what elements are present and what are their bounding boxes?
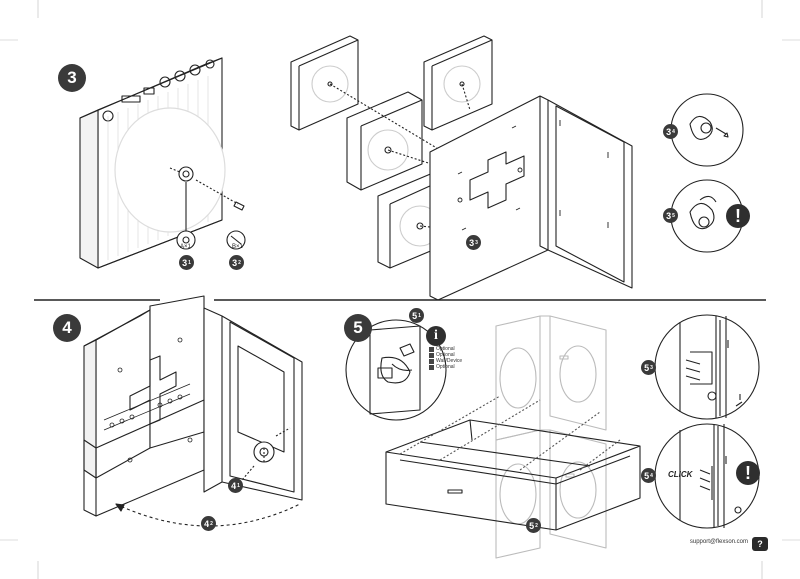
warning-icon-step5: ! [736, 461, 760, 485]
legend-item: Optional [429, 346, 462, 352]
support-email[interactable]: support@flexson.com [689, 539, 748, 545]
help-chat-icon[interactable]: ? [752, 537, 768, 551]
click-label: CLICK [668, 470, 693, 479]
legend-item: Optional [429, 364, 462, 370]
hardware-a-label: A×1 [180, 244, 191, 250]
warning-icon: ! [726, 204, 750, 228]
step-3-badge: 3 [58, 64, 86, 92]
legend: Optional Optional Wall/Device Optional [429, 346, 462, 370]
step-4-badge: 4 [53, 314, 81, 342]
legend-item: Wall/Device [429, 358, 462, 364]
info-icon: i [426, 326, 446, 346]
legend-item: Optional [429, 352, 462, 358]
hardware-b-label: B×1 [232, 244, 243, 250]
step-5-badge: 5 [344, 314, 372, 342]
